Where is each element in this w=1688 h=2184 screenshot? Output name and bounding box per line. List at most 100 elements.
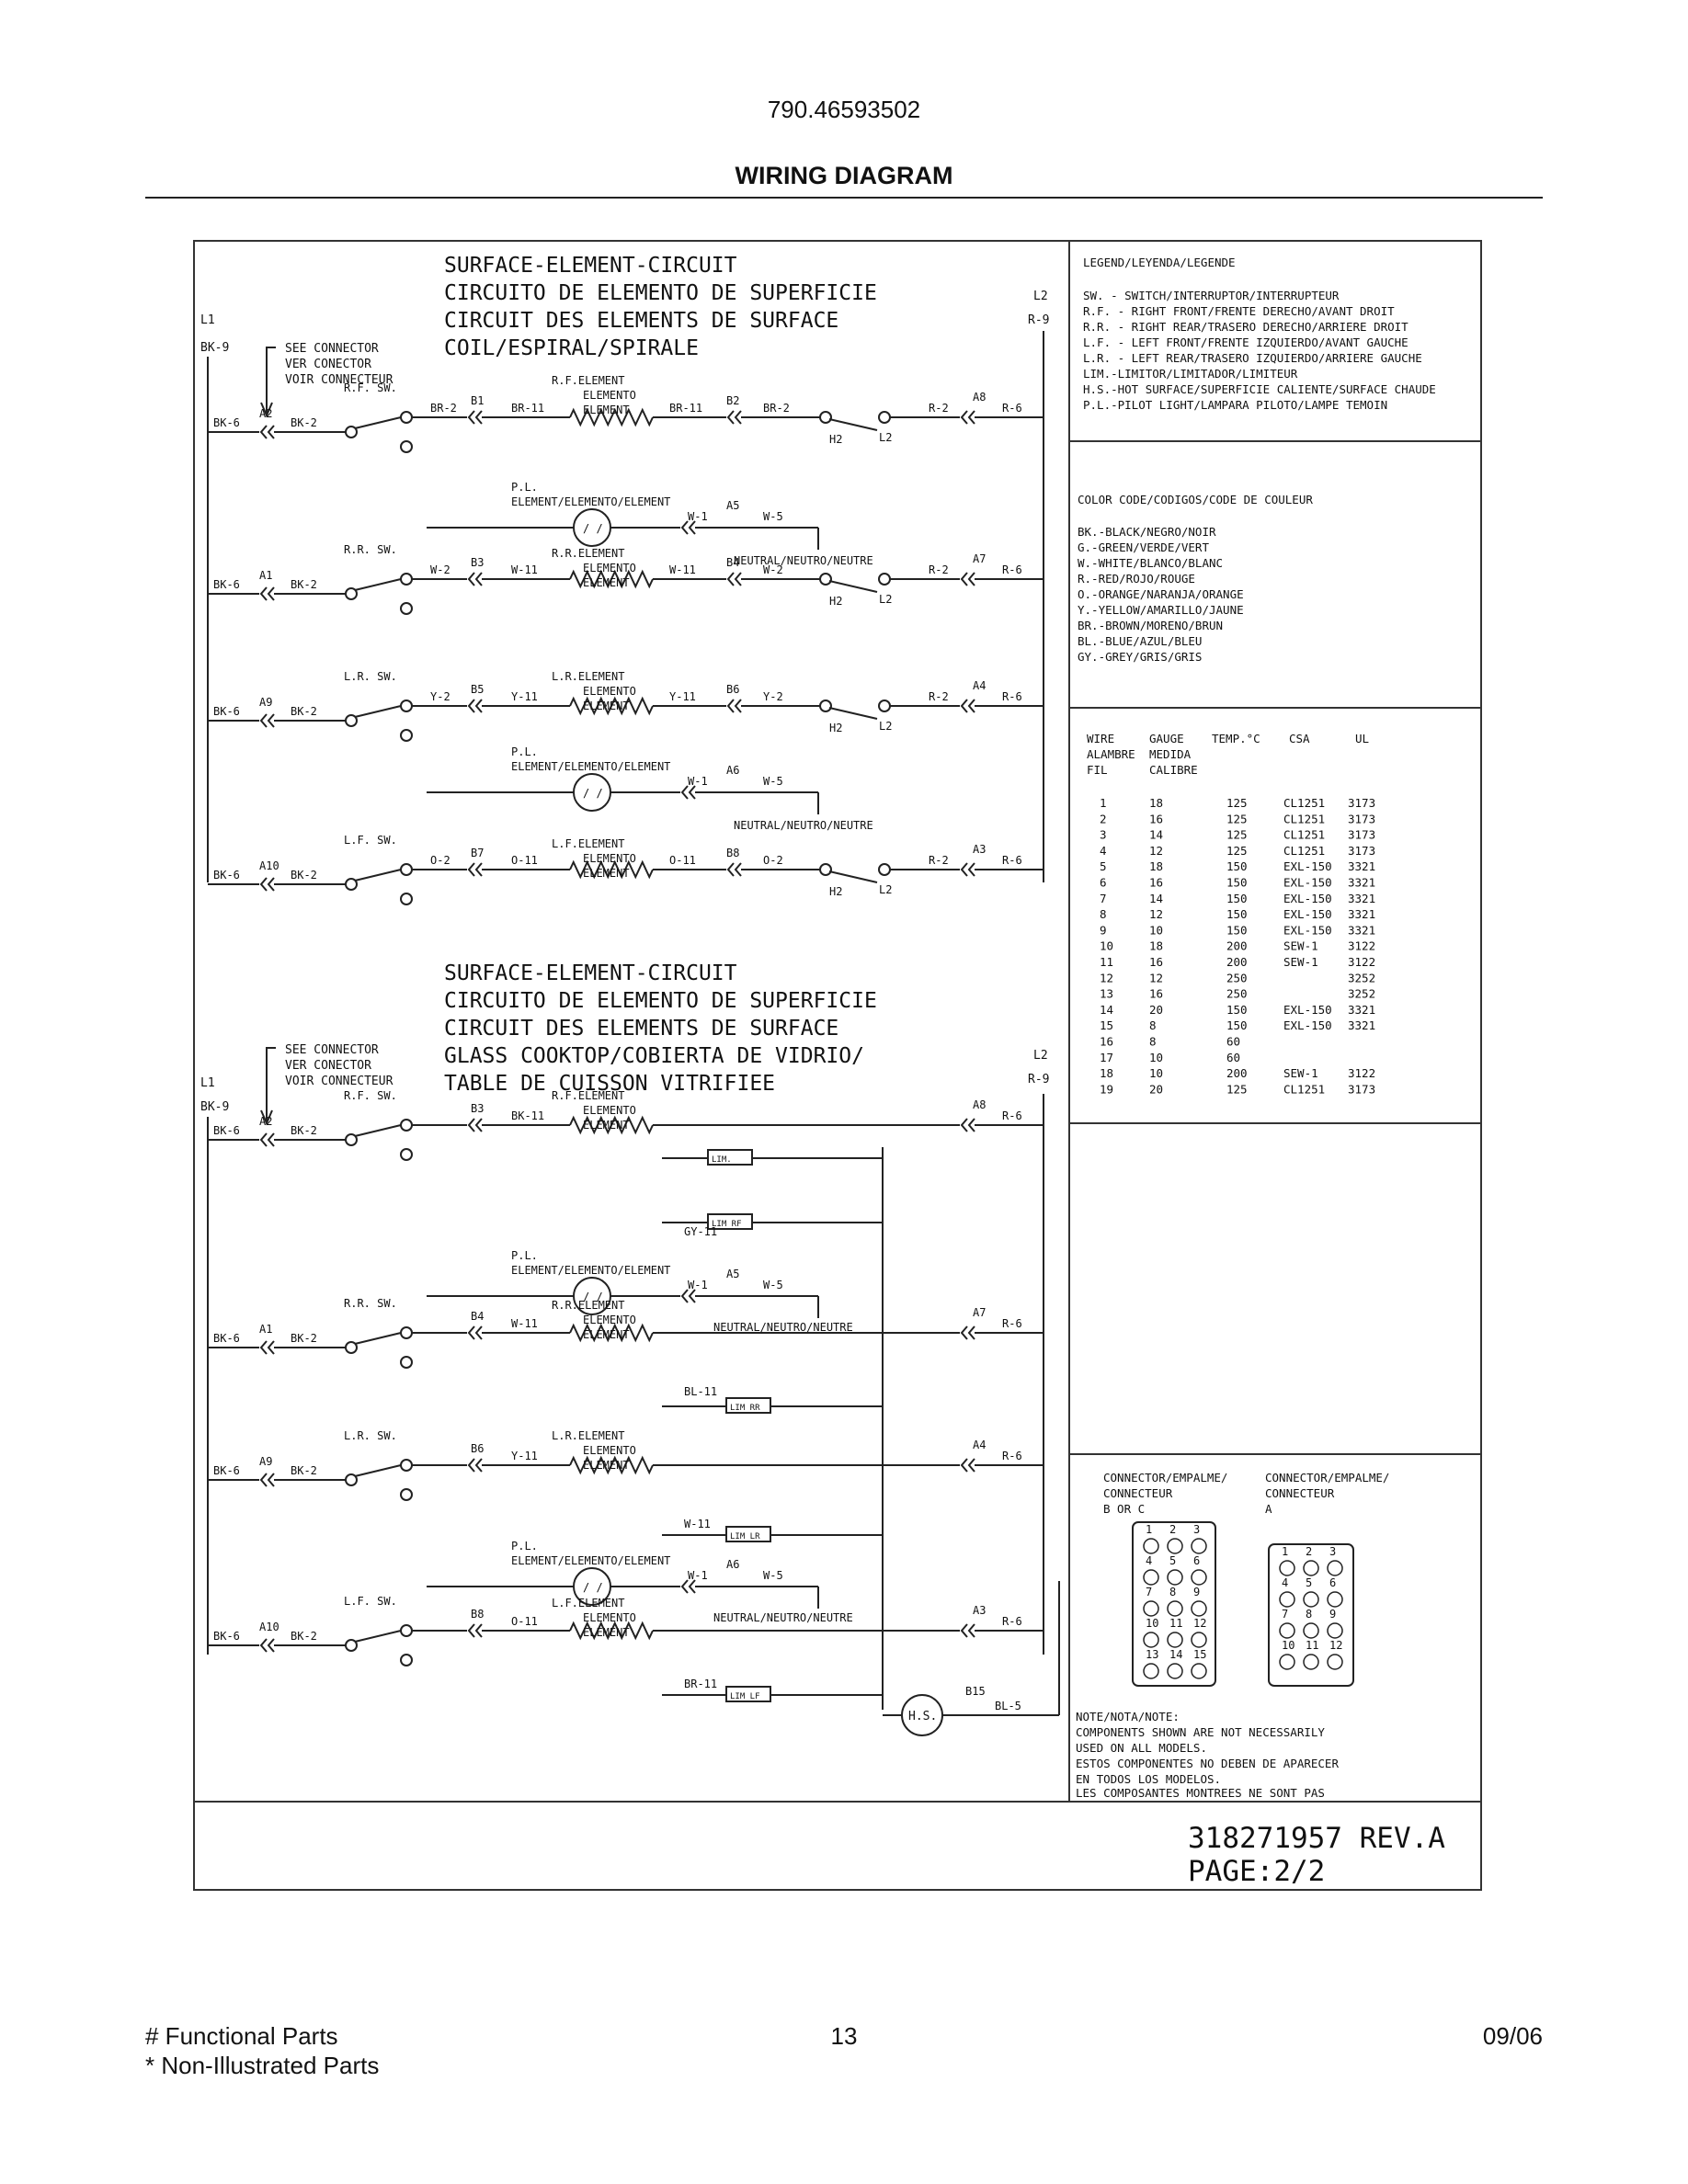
wire-table-cell: CL1251	[1283, 812, 1325, 825]
footer-non-illustrated: * Non-Illustrated Parts	[145, 2052, 380, 2079]
svg-text:G.-GREEN/VERDE/VERT: G.-GREEN/VERDE/VERT	[1078, 540, 1209, 554]
wire-table-cell: 12	[1149, 844, 1163, 858]
part-number: 318271957 REV.A	[1188, 1822, 1445, 1855]
wire-table-cell: 19	[1100, 1082, 1113, 1096]
svg-text:BK-2: BK-2	[291, 1464, 317, 1477]
svg-text:H2: H2	[829, 595, 842, 608]
svg-text:L2: L2	[879, 883, 892, 896]
svg-text:GAUGE: GAUGE	[1149, 732, 1184, 745]
svg-text:LEGEND/LEYENDA/LEGENDE: LEGEND/LEYENDA/LEGENDE	[1083, 256, 1236, 269]
svg-text:R.-RED/ROJO/ROUGE: R.-RED/ROJO/ROUGE	[1078, 572, 1195, 586]
svg-text:ELEMENT: ELEMENT	[583, 1626, 630, 1639]
svg-text:15: 15	[1193, 1648, 1206, 1661]
svg-text:R-2: R-2	[929, 563, 949, 576]
svg-text:L.R.ELEMENT: L.R.ELEMENT	[552, 670, 624, 683]
svg-text:L.R. - LEFT REAR/TRASERO IZQUI: L.R. - LEFT REAR/TRASERO IZQUIERDO/ARRIE…	[1083, 351, 1422, 365]
wire-table-cell: 3321	[1348, 923, 1375, 937]
svg-text:12: 12	[1193, 1617, 1206, 1630]
svg-text:CALIBRE: CALIBRE	[1149, 763, 1198, 777]
svg-text:R.F.ELEMENT: R.F.ELEMENT	[552, 374, 624, 387]
svg-text:CONNECTOR/EMPALME/: CONNECTOR/EMPALME/	[1103, 1471, 1227, 1484]
svg-text:VER CONECTOR: VER CONECTOR	[285, 358, 371, 371]
wire-table-cell: EXL-150	[1283, 876, 1332, 890]
svg-text:W-2: W-2	[763, 563, 783, 576]
svg-text:BK-6: BK-6	[213, 869, 240, 882]
svg-text:BR-11: BR-11	[511, 402, 544, 415]
wire-table-cell: 12	[1149, 907, 1163, 921]
svg-text:BK-9: BK-9	[200, 1100, 229, 1114]
svg-text:SURFACE-ELEMENT-CIRCUIT: SURFACE-ELEMENT-CIRCUIT	[444, 254, 737, 278]
svg-text:5: 5	[1169, 1554, 1176, 1567]
wire-table-cell: 14	[1100, 1003, 1113, 1017]
hs-label: H.S.	[908, 1710, 937, 1723]
wire-table-cell: 150	[1226, 907, 1248, 921]
svg-text:ELEMENT: ELEMENT	[583, 1459, 630, 1472]
svg-text:W-5: W-5	[763, 1279, 783, 1291]
wire-table-cell: EXL-150	[1283, 1003, 1332, 1017]
svg-text:ELEMENT/ELEMENTO/ELEMENT: ELEMENT/ELEMENTO/ELEMENT	[511, 760, 670, 773]
svg-text:COIL/ESPIRAL/SPIRALE: COIL/ESPIRAL/SPIRALE	[444, 336, 699, 360]
svg-text:ELEMENT: ELEMENT	[583, 404, 630, 416]
color-code: COLOR CODE/CODIGOS/CODE DE COULEUR BK.-B…	[1078, 493, 1313, 664]
wire-table-cell: 8	[1149, 1018, 1157, 1032]
svg-text:B5: B5	[471, 683, 484, 696]
wire-table-cell: 10	[1149, 1066, 1163, 1080]
svg-text:BK-2: BK-2	[291, 1630, 317, 1643]
wire-table-cell: 3122	[1348, 1066, 1375, 1080]
svg-text:CIRCUITO DE ELEMENTO DE SUPERF: CIRCUITO DE ELEMENTO DE SUPERFICIE	[444, 989, 877, 1013]
svg-text:4: 4	[1282, 1576, 1288, 1589]
svg-text:B1: B1	[471, 394, 484, 407]
svg-text:P.L.: P.L.	[511, 1249, 538, 1262]
svg-text:R-2: R-2	[929, 402, 949, 415]
wire-table-cell: 3173	[1348, 828, 1375, 842]
svg-text:2: 2	[1169, 1523, 1176, 1536]
svg-text:BK-6: BK-6	[213, 578, 240, 591]
svg-text:L.F.ELEMENT: L.F.ELEMENT	[552, 837, 624, 850]
page-indicator: PAGE:2/2	[1188, 1855, 1325, 1888]
svg-text:O-11: O-11	[511, 854, 538, 867]
svg-text:R.F. SW.: R.F. SW.	[344, 381, 397, 394]
svg-text:R.R.ELEMENT: R.R.ELEMENT	[552, 547, 624, 560]
svg-text:R-9: R-9	[1028, 1073, 1049, 1086]
svg-text:R.F.ELEMENT: R.F.ELEMENT	[552, 1089, 624, 1102]
svg-text:BK-11: BK-11	[511, 1109, 544, 1122]
wire-table-cell: EXL-150	[1283, 907, 1332, 921]
svg-text:ELEMENT: ELEMENT	[583, 867, 630, 880]
wire-table-cell: 7	[1100, 892, 1107, 905]
wire-table-cell: 16	[1149, 812, 1163, 825]
svg-text:GY.-GREY/GRIS/GRIS: GY.-GREY/GRIS/GRIS	[1078, 650, 1202, 664]
svg-text:H.S.-HOT SURFACE/SUPERFICIE CA: H.S.-HOT SURFACE/SUPERFICIE CALIENTE/SUR…	[1083, 382, 1436, 396]
svg-text:B6: B6	[471, 1442, 484, 1455]
svg-text:1: 1	[1282, 1545, 1288, 1558]
svg-text:W-1: W-1	[688, 775, 708, 788]
svg-text:ELEMENTO: ELEMENTO	[583, 685, 636, 698]
circuit1-line-labels: L1 BK-9 L2 R-9 SEE CONNECTOR VER CONECTO…	[200, 290, 1049, 387]
svg-text:ELEMENT: ELEMENT	[583, 1328, 630, 1341]
wire-table-cell: EXL-150	[1283, 859, 1332, 873]
svg-text:B3: B3	[471, 556, 484, 569]
svg-text:BL-5: BL-5	[995, 1700, 1021, 1712]
connector-bc	[1132, 1521, 1216, 1687]
connector-a-title: CONNECTOR/EMPALME/ CONNECTEUR A	[1265, 1471, 1389, 1516]
svg-text:A4: A4	[973, 1439, 986, 1451]
svg-text:3: 3	[1329, 1545, 1336, 1558]
svg-text:BK-6: BK-6	[213, 1464, 240, 1477]
note: NOTE/NOTA/NOTE: COMPONENTS SHOWN ARE NOT…	[1076, 1710, 1339, 1786]
svg-text:A6: A6	[726, 764, 739, 777]
page-title: WIRING DIAGRAM	[735, 162, 953, 189]
svg-text:7: 7	[1146, 1586, 1152, 1598]
wire-table-cell: 150	[1226, 892, 1248, 905]
wire-table-cell: 125	[1226, 812, 1248, 825]
svg-text:SURFACE-ELEMENT-CIRCUIT: SURFACE-ELEMENT-CIRCUIT	[444, 961, 737, 985]
wire-table-cell: 150	[1226, 859, 1248, 873]
svg-text:SEE CONNECTOR: SEE CONNECTOR	[285, 1043, 379, 1057]
svg-text:B6: B6	[726, 683, 739, 696]
svg-text:LIM LR: LIM LR	[730, 1532, 760, 1541]
wire-table-cell: 200	[1226, 1066, 1248, 1080]
svg-text:A4: A4	[973, 679, 986, 692]
svg-text:L.F. - LEFT FRONT/FRENTE IZQUI: L.F. - LEFT FRONT/FRENTE IZQUIERDO/AVANT…	[1083, 336, 1409, 349]
svg-text:10: 10	[1146, 1617, 1158, 1630]
wire-table-cell: 3321	[1348, 892, 1375, 905]
diagram-frame	[193, 240, 1482, 1891]
wire-table-cell: 3321	[1348, 859, 1375, 873]
